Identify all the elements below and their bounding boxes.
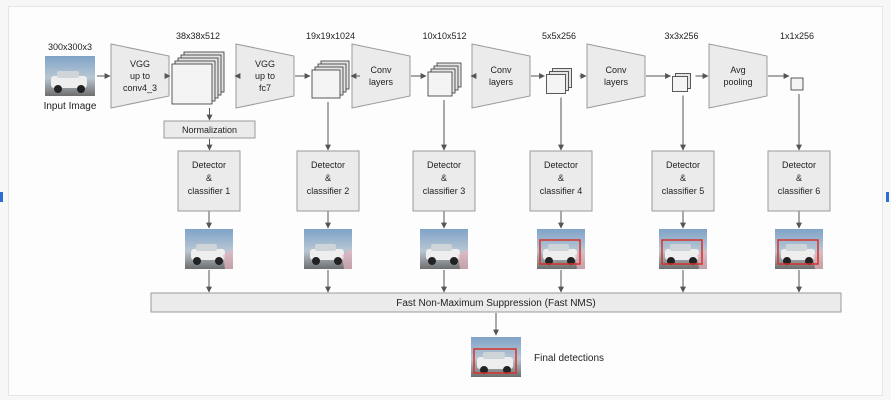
detector-label-line: & bbox=[325, 173, 331, 183]
detector-label-line: classifier 2 bbox=[307, 186, 350, 196]
detector-label-line: Detector bbox=[192, 160, 226, 170]
detector-label-line: & bbox=[558, 173, 564, 183]
right-edge-marker bbox=[886, 192, 889, 202]
stage-label-line: VGG bbox=[130, 59, 150, 69]
stage-label-line: fc7 bbox=[259, 83, 271, 93]
stage-label-line: Conv bbox=[370, 65, 392, 75]
final-detections-image bbox=[471, 337, 521, 377]
input-image bbox=[45, 56, 95, 96]
stage-conv-1: Conv layers bbox=[351, 43, 411, 109]
stage-label-line: layers bbox=[604, 77, 629, 87]
stage-label-line: conv4_3 bbox=[123, 83, 157, 93]
detection-thumbnail-3 bbox=[420, 229, 468, 269]
final-detections-label: Final detections bbox=[534, 353, 604, 364]
detector-classifier-1: Detector & classifier 1 bbox=[177, 150, 241, 212]
feature-map-dims: 3x3x256 bbox=[664, 31, 698, 41]
detector-classifier-5: Detector & classifier 5 bbox=[651, 150, 715, 212]
feature-map-dims: 10x10x512 bbox=[422, 31, 466, 41]
stage-label-line: layers bbox=[489, 77, 514, 87]
bounding-box bbox=[539, 239, 581, 265]
feature-map-dims: 38x38x512 bbox=[176, 31, 220, 41]
detector-label-line: Detector bbox=[544, 160, 578, 170]
feature-map-dims: 1x1x256 bbox=[780, 31, 814, 41]
detector-label-line: & bbox=[441, 173, 447, 183]
detector-label-line: & bbox=[206, 173, 212, 183]
detector-label-line: Detector bbox=[427, 160, 461, 170]
detector-label-line: Detector bbox=[311, 160, 345, 170]
detector-label-line: classifier 5 bbox=[662, 186, 705, 196]
normalization-box bbox=[163, 120, 256, 139]
detection-thumbnail-6 bbox=[775, 229, 823, 269]
stage-label-line: pooling bbox=[723, 77, 752, 87]
detection-thumbnail-2 bbox=[304, 229, 352, 269]
detector-classifier-3: Detector & classifier 3 bbox=[412, 150, 476, 212]
detector-label-line: Detector bbox=[666, 160, 700, 170]
stage-label-line: Avg bbox=[730, 65, 745, 75]
detection-thumbnail-5 bbox=[659, 229, 707, 269]
detector-label-line: Detector bbox=[782, 160, 816, 170]
feature-map-1: 38x38x512 bbox=[171, 31, 225, 105]
stage-conv-3: Conv layers bbox=[586, 43, 646, 109]
stage-label-line: Conv bbox=[490, 65, 512, 75]
bounding-box bbox=[661, 239, 703, 265]
normalization-label: Normalization bbox=[182, 125, 237, 135]
stage-conv-2: Conv layers bbox=[471, 43, 531, 109]
stage-label-line: up to bbox=[255, 71, 275, 81]
detector-label-line: classifier 6 bbox=[778, 186, 821, 196]
stage-vgg-conv4: VGG up to conv4_3 bbox=[110, 43, 170, 109]
feature-map-dims: 5x5x256 bbox=[542, 31, 576, 41]
detector-label-line: classifier 1 bbox=[188, 186, 231, 196]
stage-label-line: up to bbox=[130, 71, 150, 81]
feature-map-dims: 19x19x1024 bbox=[306, 31, 355, 41]
stage-label-line: Conv bbox=[605, 65, 627, 75]
bounding-box bbox=[777, 239, 819, 265]
feature-map-3: 10x10x512 bbox=[422, 31, 467, 97]
nms-bar bbox=[150, 292, 842, 313]
input-dims: 300x300x3 bbox=[48, 42, 92, 52]
feature-map-4: 5x5x256 bbox=[542, 31, 576, 94]
detector-label-line: & bbox=[680, 173, 686, 183]
detector-label-line: classifier 3 bbox=[423, 186, 466, 196]
input-label: Input Image bbox=[44, 101, 97, 112]
feature-map-6: 1x1x256 bbox=[780, 31, 814, 91]
feature-map-2: 19x19x1024 bbox=[306, 31, 355, 99]
detection-thumbnail-4 bbox=[537, 229, 585, 269]
stage-label-line: VGG bbox=[255, 59, 275, 69]
detector-label-line: classifier 4 bbox=[540, 186, 583, 196]
detector-label-line: & bbox=[796, 173, 802, 183]
feature-map-5: 3x3x256 bbox=[664, 31, 699, 92]
nms-label: Fast Non-Maximum Suppression (Fast NMS) bbox=[396, 298, 596, 309]
stage-label-line: layers bbox=[369, 77, 394, 87]
detector-classifier-2: Detector & classifier 2 bbox=[296, 150, 360, 212]
stage-avg-pool: Avg pooling bbox=[708, 43, 768, 109]
detector-classifier-4: Detector & classifier 4 bbox=[529, 150, 593, 212]
detection-thumbnail-1 bbox=[185, 229, 233, 269]
stage-vgg-fc7: VGG up to fc7 bbox=[235, 43, 295, 109]
detector-classifier-6: Detector & classifier 6 bbox=[767, 150, 831, 212]
left-edge-marker bbox=[0, 192, 3, 202]
